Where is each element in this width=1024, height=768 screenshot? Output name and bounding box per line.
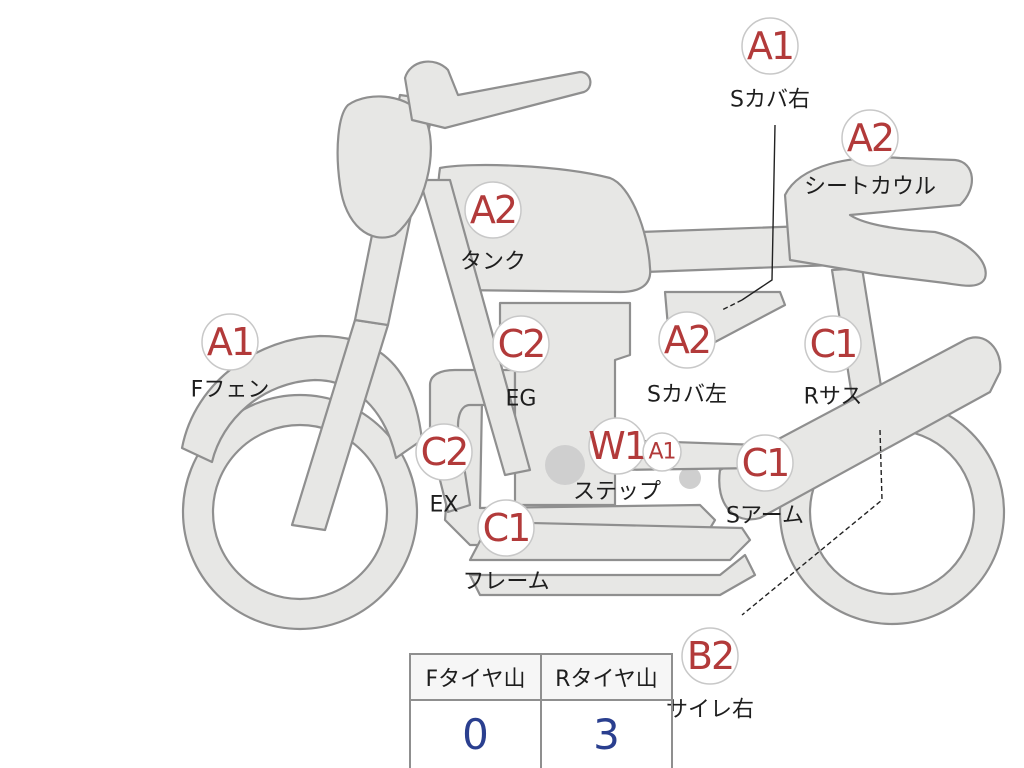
damage-grade: W1 (588, 424, 646, 468)
damage-badge: B2 サイレ右 (666, 627, 754, 723)
damage-grade: B2 (687, 634, 733, 678)
badge-circle (681, 627, 739, 685)
damage-grade: A1 (747, 24, 793, 68)
damage-grade: C1 (810, 322, 857, 366)
badge-circle (642, 432, 682, 472)
damage-grade: A2 (847, 116, 893, 160)
part-label: サイレ右 (666, 698, 754, 723)
part-label: EG (506, 387, 537, 412)
part-label: タンク (460, 250, 526, 275)
badge-circle (741, 17, 799, 75)
part-label: ステップ (573, 480, 661, 505)
rear-tire-value: 3 (540, 699, 673, 768)
damage-grade: C1 (742, 441, 789, 485)
damage-grade: C1 (483, 506, 530, 550)
part-label: Sカバ左 (647, 383, 727, 408)
handlebar-shape (403, 60, 592, 130)
damage-badge: C1 フレーム (462, 499, 550, 595)
rear-tire-header: Rタイヤ山 (540, 653, 673, 701)
damage-badge: W1 ステップ (573, 417, 661, 505)
damage-grade: A2 (664, 318, 710, 362)
tire-tread-table: Fタイヤ山 Rタイヤ山 0 3 (409, 653, 673, 768)
part-label: Sカバ右 (730, 88, 810, 113)
badge-circle (201, 313, 259, 371)
frame-shape (443, 393, 717, 547)
front-tire-value: 0 (409, 699, 542, 768)
leader-line-s-cover-right (741, 124, 776, 301)
badge-circle (492, 315, 550, 373)
part-label: EX (430, 493, 459, 518)
damage-badge: A2 タンク (460, 181, 526, 275)
damage-badge: A2 シートカウル (804, 109, 936, 200)
damage-badges: A1Sカバ右A2シートカウルA2タンクA1FフェンC2EGA2Sカバ左C1Rサス… (191, 17, 936, 723)
badge-circle (736, 434, 794, 492)
badge-circle (841, 109, 899, 167)
badge-circle (804, 315, 862, 373)
damage-grade: C2 (498, 322, 545, 366)
damage-grade: A2 (470, 188, 516, 232)
badge-circle (464, 181, 522, 239)
damage-grade: C2 (421, 430, 468, 474)
damage-badge: A1 (642, 432, 682, 472)
front-wheel (183, 395, 417, 629)
leader-line-s-cover-right-dash (721, 299, 743, 311)
part-label: Rサス (804, 385, 863, 410)
part-label: Sアーム (726, 504, 804, 529)
damage-grade: A1 (648, 440, 675, 465)
part-label: Fフェン (191, 378, 270, 403)
damage-grade: A1 (207, 320, 253, 364)
badge-circle (658, 311, 716, 369)
part-label: シートカウル (804, 175, 936, 200)
part-label: フレーム (462, 570, 549, 595)
badge-circle (477, 499, 535, 557)
front-tire-header: Fタイヤ山 (409, 653, 542, 701)
badge-circle (415, 423, 473, 481)
